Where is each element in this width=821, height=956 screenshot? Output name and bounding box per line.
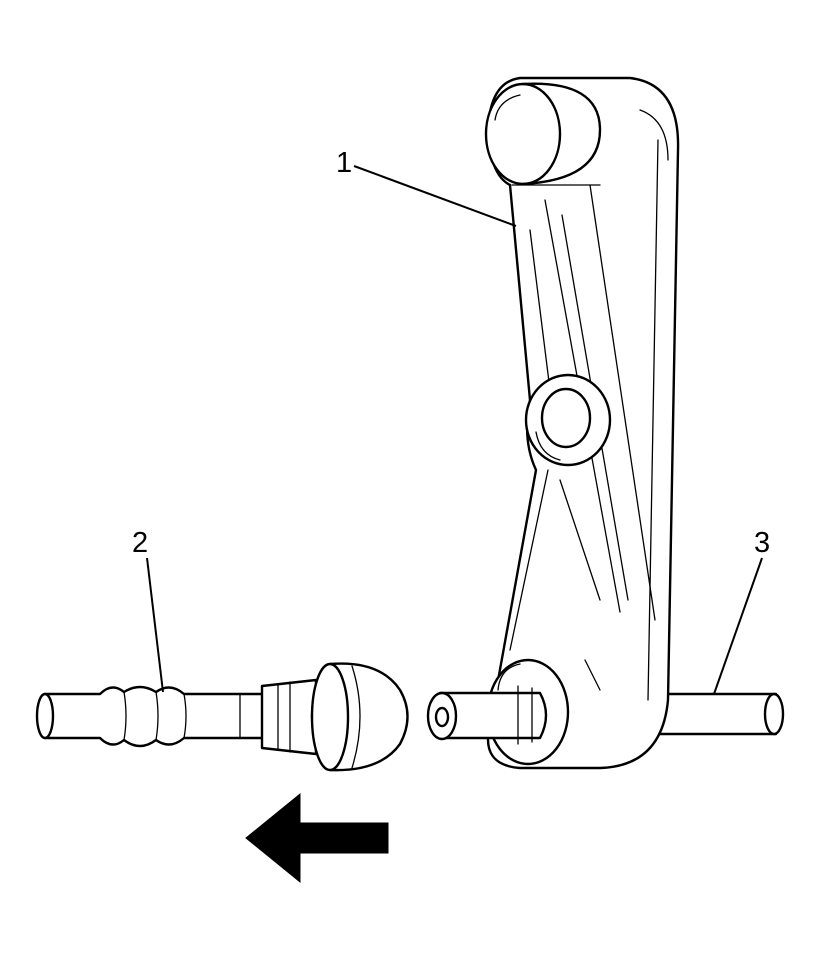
- callout-3: 3: [713, 527, 770, 695]
- lever-stub-shaft: [426, 685, 548, 745]
- svg-text:3: 3: [754, 527, 770, 559]
- svg-text:2: 2: [132, 527, 148, 559]
- callout-1: 1: [336, 147, 517, 227]
- detached-shaft: [35, 662, 409, 772]
- svg-text:1: 1: [336, 147, 352, 179]
- lever-link: [484, 76, 680, 770]
- left-arrow-icon: [245, 792, 389, 884]
- callout-2: 2: [132, 527, 164, 693]
